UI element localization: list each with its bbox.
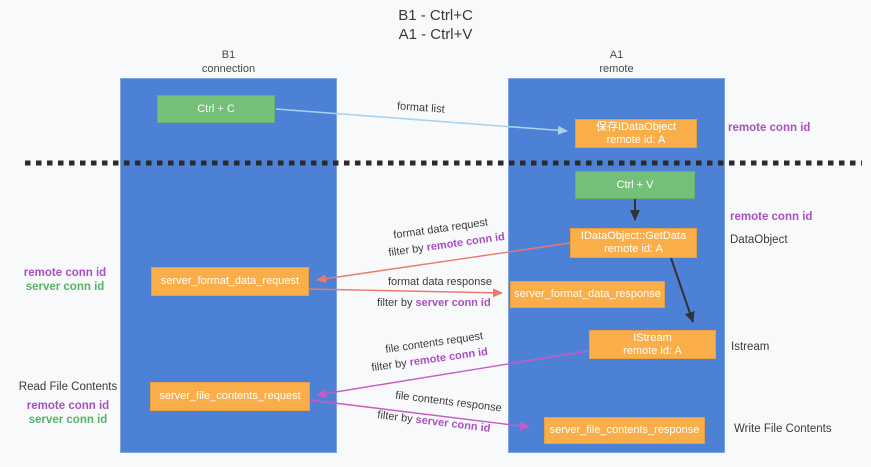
server-conn-id-keyword: server conn id [415, 297, 491, 309]
node-getdata-line2: remote id: A [604, 243, 663, 255]
filter-by-prefix: filter by [370, 356, 411, 375]
node-format-request-label: server_format_data_request [160, 275, 300, 287]
node-istream: IStream remote id: A [589, 330, 716, 359]
annotation-remote-conn-id-top: remote conn id [728, 122, 811, 134]
node-server-format-data-request: server_format_data_request [151, 267, 309, 296]
node-ctrl-c: Ctrl + C [157, 95, 275, 123]
annotation-write-file-contents: Write File Contents [734, 423, 832, 435]
node-file-request-label: server_file_contents_request [159, 390, 301, 402]
node-ctrl-v: Ctrl + V [575, 171, 695, 199]
annotation-istream: Istream [731, 341, 770, 353]
lane-a1-name: A1 [609, 49, 624, 61]
node-server-file-contents-response: server_file_contents_response [544, 417, 705, 444]
node-server-format-data-response: server_format_data_response [510, 281, 665, 308]
diagram-title-line1: B1 - Ctrl+C [398, 7, 473, 24]
node-ctrl-c-label: Ctrl + C [197, 102, 235, 115]
node-ctrl-v-label: Ctrl + V [616, 178, 654, 191]
annotation-read-file-contents: Read File Contents [18, 381, 118, 393]
node-istream-line2: remote id: A [623, 344, 682, 357]
lane-b1-role: connection [201, 63, 256, 75]
lane-b1-name: B1 [221, 49, 236, 61]
node-istream-line1: IStream [633, 331, 672, 344]
server-conn-id-keyword: server conn id [414, 413, 492, 435]
edge-label-format-list: format list [396, 100, 446, 116]
annotation-remote-conn-id-left-1: remote conn id [23, 267, 107, 279]
annotation-server-conn-id-left-2: server conn id [28, 414, 108, 426]
node-server-file-contents-request: server_file_contents_request [150, 382, 310, 411]
edge-label-filter-server-1: filter by server conn id [377, 297, 491, 309]
lane-header-b1: B1 connection [120, 48, 337, 76]
node-file-response-label: server_file_contents_response [549, 424, 700, 436]
lane-a1-role: remote [599, 63, 634, 75]
filter-by-prefix: filter by [387, 241, 428, 260]
node-save-dataobject-line1: 保存IDataObject [595, 120, 677, 133]
annotation-server-conn-id-left-1: server conn id [25, 281, 105, 293]
edge-label-file-contents-response: file contents response [394, 389, 503, 415]
filter-by-prefix: filter by [377, 297, 416, 309]
node-getdata-line1: IDataObject::GetData [580, 230, 687, 242]
edge-label-filter-server-2: filter by server conn id [377, 409, 491, 435]
annotation-dataobject: DataObject [730, 234, 788, 246]
edge-label-format-data-response: format data response [388, 276, 492, 288]
node-format-response-label: server_format_data_response [514, 288, 661, 300]
format-data-response-arrow [308, 288, 503, 298]
node-save-dataobject-line2: remote id: A [606, 133, 666, 146]
node-idataobject-getdata: IDataObject::GetData remote id: A [570, 228, 697, 258]
filter-by-prefix: filter by [376, 409, 417, 426]
diagram-title-line2: A1 - Ctrl+V [398, 26, 473, 43]
annotation-remote-conn-id-left-2: remote conn id [26, 400, 110, 412]
node-save-dataobject: 保存IDataObject remote id: A [575, 119, 697, 148]
annotation-remote-conn-id-mid: remote conn id [730, 211, 813, 223]
lane-header-a1: A1 remote [508, 48, 725, 76]
diagram-title: B1 - Ctrl+C A1 - Ctrl+V [0, 6, 871, 44]
